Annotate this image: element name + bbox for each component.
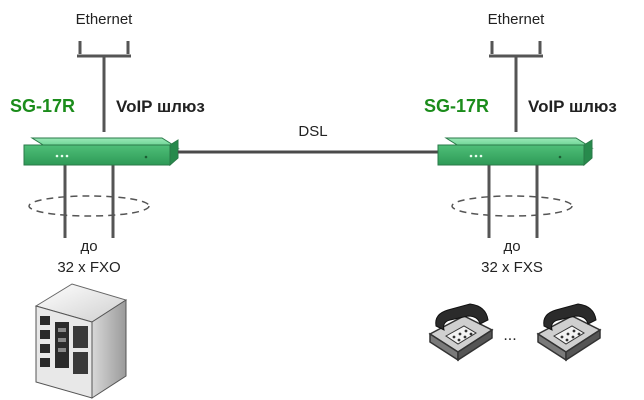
left-device-name: SG-17R xyxy=(10,96,75,116)
right-port-bundle-ring xyxy=(451,195,573,217)
right-device-name: SG-17R xyxy=(424,96,489,116)
left-ports-count: 32 x FXO xyxy=(57,259,120,276)
phones-ellipsis: ... xyxy=(503,327,516,344)
right-device-role: VoIP шлюз xyxy=(528,97,617,116)
right-antenna-icon xyxy=(489,41,543,132)
left-ports-prefix: до xyxy=(80,238,97,255)
left-device-role: VoIP шлюз xyxy=(116,97,205,116)
telephone-icon xyxy=(536,303,602,362)
left-node: Ethernet SG-17R VoIP шлюз до 32 x FXO xyxy=(10,11,205,399)
left-ethernet-label: Ethernet xyxy=(76,11,134,28)
dsl-label: DSL xyxy=(298,123,327,140)
right-ports-count: 32 x FXS xyxy=(481,259,543,276)
pbx-server-icon xyxy=(34,283,128,399)
left-gateway-device-icon xyxy=(23,137,180,167)
right-ports-prefix: до xyxy=(503,238,520,255)
right-ethernet-label: Ethernet xyxy=(488,11,546,28)
right-gateway-device-icon xyxy=(437,137,594,167)
telephone-icon xyxy=(428,303,494,362)
left-port-bundle-ring xyxy=(28,195,150,217)
right-node: Ethernet SG-17R VoIP шлюз до 32 x FXS xyxy=(424,11,617,362)
left-antenna-icon xyxy=(77,41,131,132)
